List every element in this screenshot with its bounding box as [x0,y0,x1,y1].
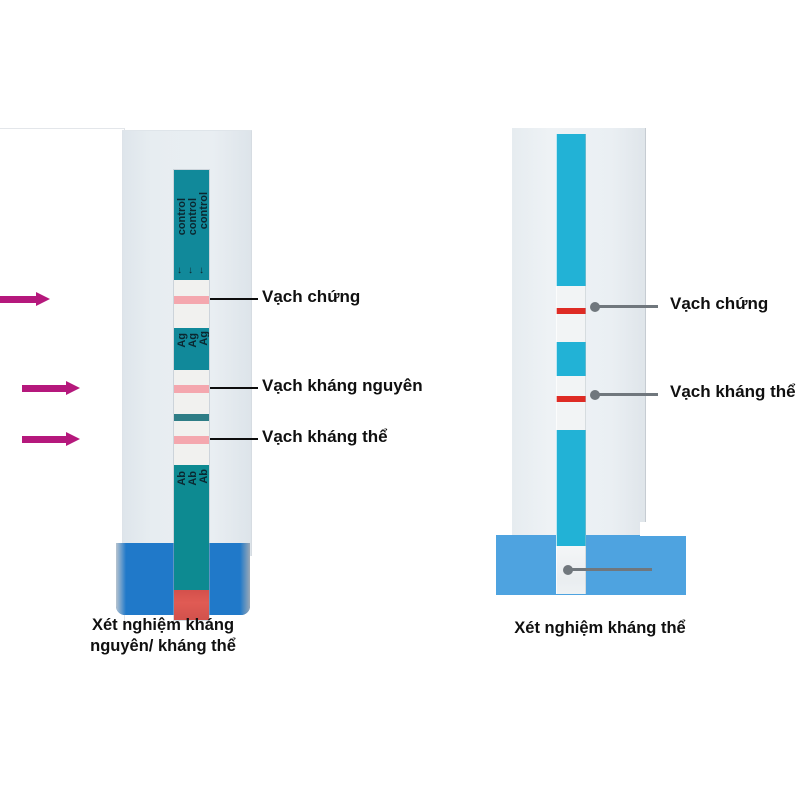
left-strip-antigen-line [174,385,209,393]
right-cassette-base [496,535,686,595]
arrow-antibody-line [22,432,84,446]
leader-dot-control-line [590,302,600,312]
leader-control-line [210,298,258,300]
left-strip-control-arrow-1: ↓ [177,265,182,276]
left-strip-control-line [174,296,209,304]
right-figure-caption: Xét nghiệm kháng thể [514,619,686,637]
right-strip-window-antibody [556,376,586,430]
callout-antibody-line: Vạch kháng thể [262,427,388,446]
left-strip-control-label-3: control [198,192,209,230]
right-strip-middle-block [556,342,586,376]
right-strip-lower-block [556,430,586,546]
arrow-antigen-line [22,381,84,395]
leader-antigen-line [210,387,258,389]
leader-dot-sample-pad [563,565,573,575]
left-strip-antigen-block: Ag Ag Ag [174,328,209,370]
left-strip-control-arrow-3: ↓ [199,265,204,276]
left-strip-control-block: control control control ↓ ↓ ↓ [174,170,209,280]
leader-antibody-line-right [598,393,658,396]
left-caption-line2: nguyên/ kháng thể [90,637,236,655]
right-white-left-margin [490,128,514,598]
left-caption-line1: Xét nghiệm kháng [91,616,235,634]
left-figure-antigen-antibody-test: control control control ↓ ↓ ↓ Ag Ag Ag [0,110,423,670]
right-strip-window-control [556,286,586,342]
callout-antigen-line: Vạch kháng nguyên [262,376,423,395]
right-figure-antibody-test: Vạch chứng Vạch kháng thể Xét nghiệm khá… [490,110,800,670]
callout-right-control-line: Vạch chứng [670,294,769,313]
left-strip-window-control [174,280,209,328]
left-strip-ab-label-3: Ab [198,469,209,484]
left-white-backing-card [0,128,125,621]
callout-control-line: Vạch chứng [262,287,361,306]
leader-control-line-right [598,305,658,308]
left-strip-ag-label-3: Ag [198,331,209,346]
left-figure-caption: Xét nghiệm kháng nguyên/ kháng thể [28,615,298,657]
leader-antibody-line [210,438,258,440]
right-strip-control-line [556,308,586,314]
right-strip-antibody-line [556,396,586,402]
left-strip-sample-pad [174,590,209,620]
leader-dot-antibody-line [590,390,600,400]
left-cassette-base-right-shadow [240,543,250,615]
callout-right-antibody-line: Vạch kháng thể [670,382,796,401]
left-strip-control-arrow-2: ↓ [188,265,193,276]
left-strip-antibody-line [174,436,209,444]
right-white-right-margin [646,128,686,528]
right-test-strip [556,134,586,594]
right-strip-top-block [556,134,586,286]
left-cassette-base-left-shadow [116,543,126,615]
left-strip-antibody-block: Ab Ab Ab [174,465,209,590]
left-test-strip: control control control ↓ ↓ ↓ Ag Ag Ag [174,170,209,620]
right-cassette-base-notch [640,522,686,536]
leader-sample-pad [570,568,652,571]
left-strip-divider [174,414,209,421]
arrow-control-line [0,292,54,306]
